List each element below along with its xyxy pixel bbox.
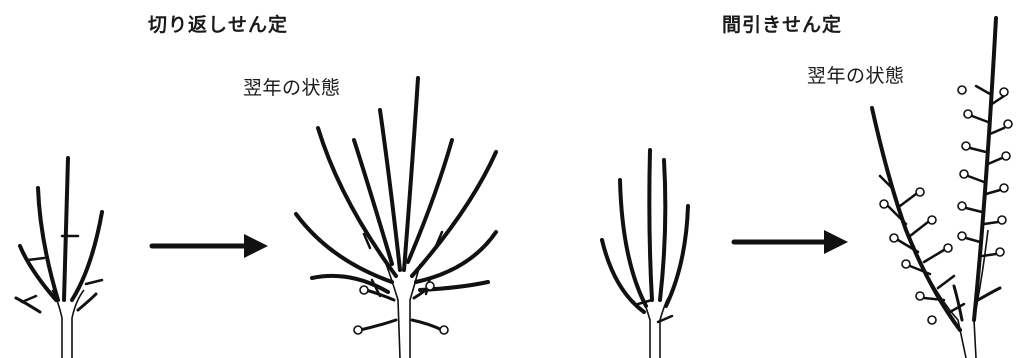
bud: [927, 315, 937, 325]
trunk: [51, 289, 85, 358]
bud: [879, 199, 889, 209]
tree-thinning-next-year: [870, 16, 1013, 358]
bud: [999, 87, 1009, 97]
heading-thinning: 間引きせん定: [722, 14, 843, 36]
heading-heading-back: 切り返しせん定: [148, 14, 289, 36]
bud: [999, 183, 1009, 193]
bud: [959, 169, 969, 179]
branch: [402, 76, 420, 272]
bud: [425, 281, 435, 291]
bud: [963, 109, 973, 119]
bud: [961, 141, 971, 151]
branch: [664, 204, 690, 308]
bud: [359, 285, 369, 295]
cut-mark: [84, 278, 104, 286]
branch: [310, 273, 390, 294]
bud: [995, 247, 1005, 257]
branch: [410, 318, 444, 332]
bud: [997, 215, 1007, 225]
cut-mark: [636, 298, 654, 306]
bud: [957, 231, 967, 241]
branch: [358, 318, 398, 332]
bud: [901, 259, 911, 269]
caption-next-year-right: 翌年の状態: [807, 65, 905, 87]
branch: [414, 230, 498, 284]
branch: [76, 292, 98, 312]
branch: [70, 210, 104, 302]
cut-mark: [656, 314, 674, 324]
branch: [294, 212, 394, 284]
bud: [439, 325, 449, 335]
branch: [316, 126, 398, 278]
bud: [915, 291, 925, 301]
branch: [618, 178, 648, 308]
bud: [957, 85, 967, 95]
bud: [927, 215, 937, 225]
branch: [410, 150, 498, 278]
bud: [943, 243, 953, 253]
branch: [972, 16, 998, 322]
cut-mark: [26, 256, 46, 262]
spurs-right: [957, 84, 1013, 258]
branch: [976, 286, 1002, 302]
bud: [353, 325, 363, 335]
arrow-1: [149, 234, 268, 258]
branch: [378, 108, 402, 272]
branch: [36, 186, 60, 302]
cut-mark: [20, 294, 38, 304]
branch: [600, 238, 646, 314]
tree-thinning-before: [600, 148, 690, 358]
branch: [14, 296, 42, 314]
branch: [352, 138, 394, 266]
bud: [915, 187, 925, 197]
caption-next-year-left: 翌年の状態: [243, 77, 341, 99]
branch: [62, 156, 70, 302]
bud: [1003, 119, 1013, 129]
trunk: [385, 263, 421, 358]
branch: [658, 158, 668, 302]
branch: [18, 244, 58, 302]
tree-heading-back-next-year: [294, 76, 498, 358]
branch: [647, 148, 654, 302]
bud: [1001, 151, 1011, 161]
spurs-left: [878, 174, 966, 325]
bud: [889, 233, 899, 243]
branch: [952, 284, 964, 322]
branch: [870, 106, 962, 332]
arrow-2: [731, 230, 848, 254]
branch: [406, 138, 454, 264]
bud: [957, 201, 967, 211]
tree-heading-back-before: [14, 156, 104, 358]
